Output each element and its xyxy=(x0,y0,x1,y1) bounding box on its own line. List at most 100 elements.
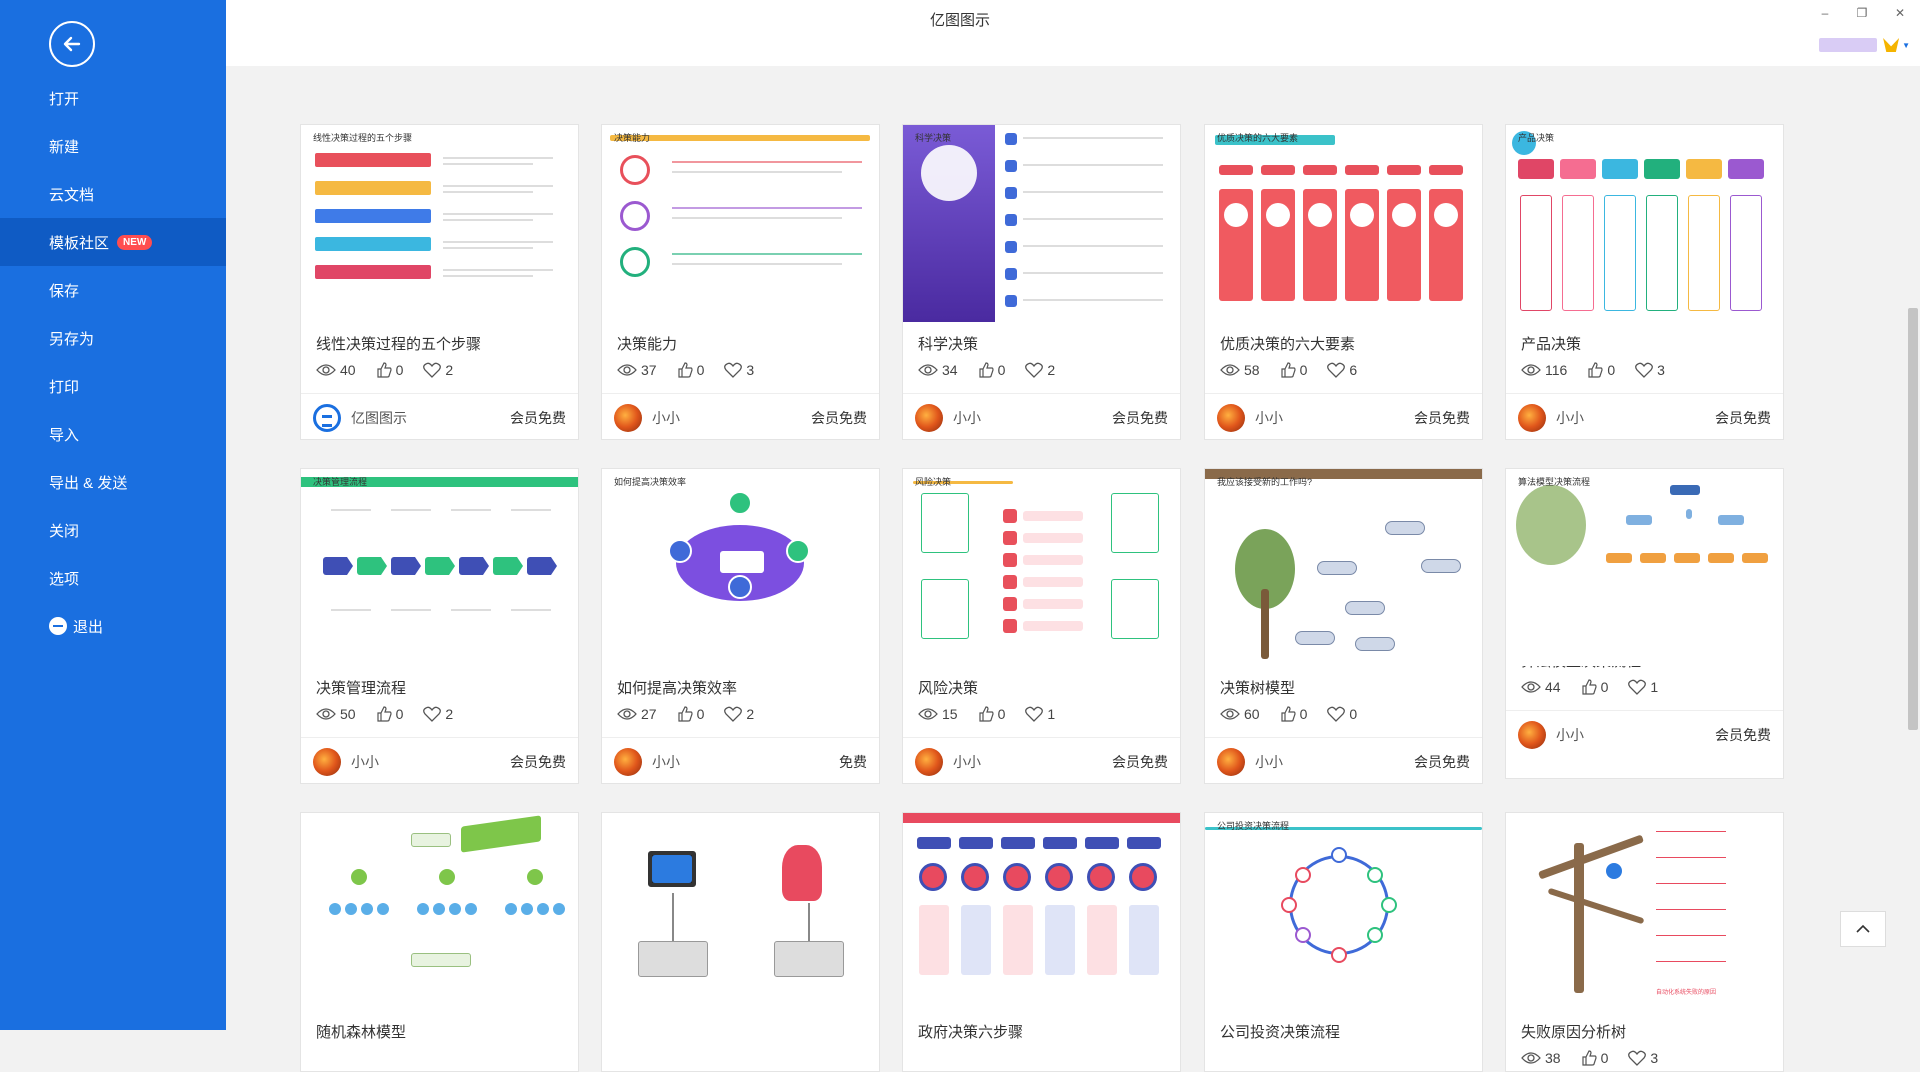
views-count: 34 xyxy=(942,362,958,378)
avatar[interactable] xyxy=(915,403,943,432)
template-card[interactable]: 优质决策的六大要素优质决策的六大要素 58 0 6 小小 会员免费 xyxy=(1204,124,1483,440)
likes-stat[interactable]: 0 xyxy=(978,362,1006,378)
template-card[interactable]: 政府决策六步骤 xyxy=(902,812,1181,1072)
author-name[interactable]: 小小 xyxy=(953,409,981,426)
scroll-thumb[interactable] xyxy=(1908,308,1918,730)
sidebar-item-import[interactable]: 导入 xyxy=(0,410,226,458)
card-body: 决策能力 37 0 3 xyxy=(602,333,879,379)
likes-stat[interactable]: 0 xyxy=(677,706,704,722)
template-card[interactable]: 决策能力决策能力 37 0 3 小小 会员免费 xyxy=(601,124,880,440)
favorites-stat[interactable]: 6 xyxy=(1327,362,1357,378)
likes-stat[interactable]: 0 xyxy=(677,362,704,378)
close-button[interactable]: ✕ xyxy=(1894,6,1906,20)
favorites-stat[interactable]: 2 xyxy=(423,706,453,722)
avatar[interactable] xyxy=(1518,720,1546,749)
favorites-stat[interactable]: 1 xyxy=(1628,679,1658,695)
template-card[interactable]: 线性决策过程的五个步骤线性决策过程的五个步骤 40 0 2 亿图图示 会员免费 xyxy=(300,124,579,440)
avatar[interactable] xyxy=(915,747,943,776)
template-card[interactable]: 风险决策风险决策 15 0 1 小小 会员免费 xyxy=(902,468,1181,784)
favorites-count: 1 xyxy=(1650,679,1659,695)
thumbnail-caption: 我应该接受新的工作吗? xyxy=(1217,477,1313,487)
likes-stat[interactable]: 0 xyxy=(376,362,403,378)
template-card[interactable]: 随机森林模型 xyxy=(300,812,579,1072)
sidebar-item-close[interactable]: 关闭 xyxy=(0,506,226,554)
card-stats: 37 0 3 xyxy=(617,361,864,379)
template-card[interactable]: 公司投资决策流程公司投资决策流程 xyxy=(1204,812,1483,1072)
thumbnail-caption: 自动化系统失败的原因 xyxy=(1656,990,1717,996)
likes-stat[interactable]: 0 xyxy=(1280,706,1307,722)
template-card[interactable] xyxy=(601,812,880,1072)
thumbs-up-icon xyxy=(677,362,693,378)
sidebar-item-cloud-docs[interactable]: 云文档 xyxy=(0,170,226,218)
sidebar-item-open[interactable]: 打开 xyxy=(0,74,226,122)
favorites-stat[interactable]: 3 xyxy=(1628,1050,1658,1066)
back-button[interactable] xyxy=(49,21,95,67)
template-card[interactable]: 自动化系统失败的原因失败原因分析树 38 0 3 xyxy=(1505,812,1784,1072)
favorites-stat[interactable]: 3 xyxy=(1635,362,1665,378)
thumbs-up-icon xyxy=(978,362,994,378)
restore-button[interactable]: ❐ xyxy=(1856,6,1868,20)
sidebar-item-exit[interactable]: 退出 xyxy=(0,602,226,650)
author-name[interactable]: 小小 xyxy=(1556,726,1584,743)
template-card[interactable]: 产品决策产品决策 116 0 3 小小 会员免费 xyxy=(1505,124,1784,440)
sidebar-item-save[interactable]: 保存 xyxy=(0,266,226,314)
views-count: 40 xyxy=(340,362,356,378)
sidebar-item-save-as[interactable]: 另存为 xyxy=(0,314,226,362)
sidebar-item-print[interactable]: 打印 xyxy=(0,362,226,410)
favorites-stat[interactable]: 3 xyxy=(724,362,754,378)
favorites-stat[interactable]: 2 xyxy=(724,706,754,722)
template-card[interactable]: 如何提高决策效率如何提高决策效率 27 0 2 小小 免费 xyxy=(601,468,880,784)
template-card[interactable]: 决策管理流程决策管理流程 50 0 2 小小 会员免费 xyxy=(300,468,579,784)
views-count: 44 xyxy=(1545,679,1561,695)
sidebar-item-options[interactable]: 选项 xyxy=(0,554,226,602)
author-name[interactable]: 小小 xyxy=(351,753,379,770)
avatar[interactable] xyxy=(614,747,642,776)
author-name[interactable]: 小小 xyxy=(1255,753,1283,770)
heart-icon xyxy=(1025,362,1044,378)
template-card[interactable]: 科学决策科学决策 34 0 2 小小 会员免费 xyxy=(902,124,1181,440)
author-name[interactable]: 小小 xyxy=(652,753,680,770)
template-card[interactable]: 算法模型决策流程算法模型决策流程 44 0 1 小小 会员免费 xyxy=(1505,468,1784,779)
sidebar-item-new[interactable]: 新建 xyxy=(0,122,226,170)
author-name[interactable]: 小小 xyxy=(652,409,680,426)
chevron-up-icon xyxy=(1856,924,1870,933)
likes-stat[interactable]: 0 xyxy=(376,706,403,722)
user-menu[interactable]: ▼ xyxy=(1819,38,1910,52)
template-card[interactable]: 我应该接受新的工作吗?决策树模型 60 0 0 小小 会员免费 xyxy=(1204,468,1483,784)
avatar[interactable] xyxy=(1217,747,1245,776)
scrollbar[interactable] xyxy=(1908,66,1920,1030)
card-stats: 27 0 2 xyxy=(617,705,864,723)
thumbnail-caption: 如何提高决策效率 xyxy=(614,477,687,487)
avatar[interactable] xyxy=(614,403,642,432)
likes-stat[interactable]: 0 xyxy=(1587,362,1615,378)
thumbnail-caption: 风险决策 xyxy=(915,477,952,487)
likes-count: 0 xyxy=(1299,362,1308,378)
sidebar-item-export-send[interactable]: 导出 & 发送 xyxy=(0,458,226,506)
template-thumbnail: 我应该接受新的工作吗? xyxy=(1205,469,1482,666)
author-name[interactable]: 小小 xyxy=(953,753,981,770)
favorites-count: 2 xyxy=(445,706,454,722)
back-to-top-button[interactable] xyxy=(1840,911,1886,947)
likes-stat[interactable]: 0 xyxy=(1581,1050,1608,1066)
avatar[interactable] xyxy=(1217,403,1245,432)
likes-stat[interactable]: 0 xyxy=(1581,679,1608,695)
author-name[interactable]: 小小 xyxy=(1255,409,1283,426)
favorites-stat[interactable]: 0 xyxy=(1327,706,1357,722)
favorites-count: 3 xyxy=(746,362,755,378)
avatar[interactable] xyxy=(313,403,341,432)
favorites-stat[interactable]: 2 xyxy=(423,362,453,378)
likes-stat[interactable]: 0 xyxy=(1280,362,1308,378)
likes-count: 0 xyxy=(997,362,1006,378)
favorites-stat[interactable]: 1 xyxy=(1025,706,1055,722)
avatar[interactable] xyxy=(313,747,341,776)
likes-stat[interactable]: 0 xyxy=(978,706,1005,722)
card-title: 产品决策 xyxy=(1521,336,1582,353)
eye-icon xyxy=(918,364,938,376)
minimize-button[interactable]: – xyxy=(1821,6,1829,20)
favorites-stat[interactable]: 2 xyxy=(1025,362,1055,378)
card-title: 科学决策 xyxy=(918,336,979,353)
author-name[interactable]: 小小 xyxy=(1556,409,1584,426)
avatar[interactable] xyxy=(1518,403,1546,432)
author-name[interactable]: 亿图图示 xyxy=(351,409,407,426)
